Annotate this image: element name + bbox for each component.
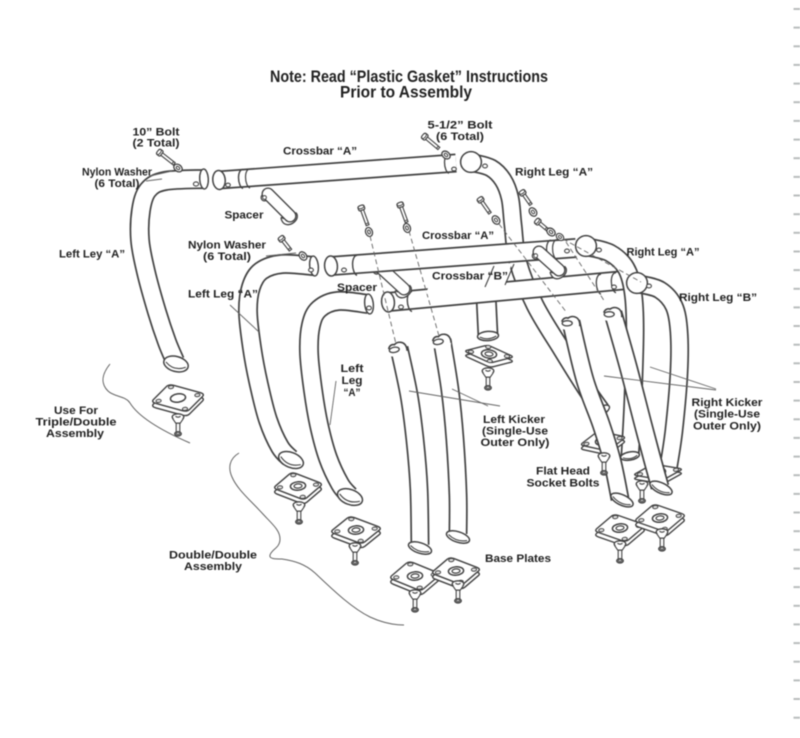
svg-text:Triple/Double: Triple/Double xyxy=(36,417,117,429)
svg-text:Outer Only): Outer Only) xyxy=(693,421,761,433)
svg-text:“A”: “A” xyxy=(344,387,361,399)
svg-text:(Single-Use: (Single-Use xyxy=(482,426,548,438)
svg-text:10” Bolt: 10” Bolt xyxy=(133,127,180,139)
svg-text:Prior to Assembly: Prior to Assembly xyxy=(340,84,473,102)
svg-text:Leg: Leg xyxy=(342,375,363,387)
svg-text:Double/Double: Double/Double xyxy=(169,550,257,562)
svg-text:Right Leg “B”: Right Leg “B” xyxy=(679,292,757,304)
svg-text:Outer Only): Outer Only) xyxy=(481,437,550,449)
svg-text:Right Leg “A”: Right Leg “A” xyxy=(515,167,593,179)
svg-text:Base Plates: Base Plates xyxy=(485,553,551,565)
svg-text:Left Kicker: Left Kicker xyxy=(483,414,546,426)
svg-text:(6 Total): (6 Total) xyxy=(203,251,251,263)
svg-text:Left Leg “A”: Left Leg “A” xyxy=(188,289,258,301)
svg-text:Crossbar “A”: Crossbar “A” xyxy=(422,230,494,242)
svg-text:Right Kicker: Right Kicker xyxy=(692,397,764,409)
svg-text:Spacer: Spacer xyxy=(337,282,378,294)
svg-text:Left Ley “A”: Left Ley “A” xyxy=(59,249,125,261)
svg-text:Note: Read “Plastic Gasket” In: Note: Read “Plastic Gasket” Instructions xyxy=(270,68,548,86)
svg-text:(2 Total): (2 Total) xyxy=(133,138,180,150)
svg-text:5-1/2” Bolt: 5-1/2” Bolt xyxy=(428,120,493,132)
svg-text:(Single-Use: (Single-Use xyxy=(694,409,760,421)
svg-text:Right Leg “A”: Right Leg “A” xyxy=(627,247,700,259)
svg-text:(6 Total): (6 Total) xyxy=(95,178,140,190)
svg-text:Assembly: Assembly xyxy=(184,561,243,573)
svg-text:Nylon Washer: Nylon Washer xyxy=(82,167,153,179)
svg-text:Nylon Washer: Nylon Washer xyxy=(188,240,267,252)
svg-text:Spacer: Spacer xyxy=(225,210,265,222)
svg-text:Use For: Use For xyxy=(54,405,99,417)
svg-text:Crossbar “A”: Crossbar “A” xyxy=(283,146,357,158)
svg-text:Flat Head: Flat Head xyxy=(536,466,590,478)
svg-text:Assembly: Assembly xyxy=(46,428,105,440)
svg-text:(6 Total): (6 Total) xyxy=(436,131,484,143)
svg-text:Socket Bolts: Socket Bolts xyxy=(527,478,600,490)
svg-text:Left: Left xyxy=(341,363,364,375)
svg-text:Crossbar “B”: Crossbar “B” xyxy=(432,271,508,283)
